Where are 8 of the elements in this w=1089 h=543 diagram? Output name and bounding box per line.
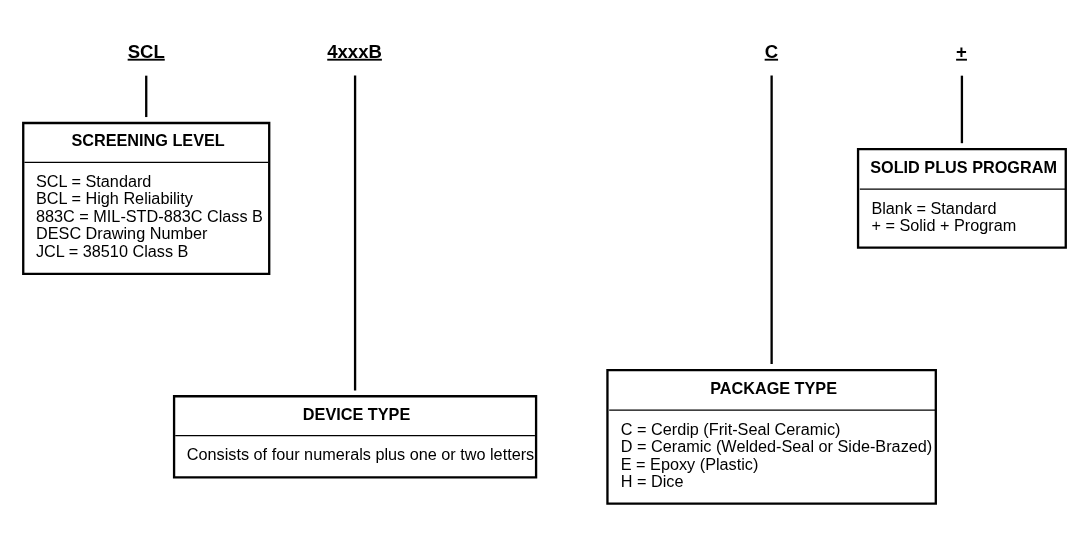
connector — [353, 75, 357, 391]
connector — [960, 75, 964, 144]
node-text: SCL — [127, 40, 165, 62]
node-text: + — [956, 40, 967, 62]
node-text: 4xxxB — [327, 40, 382, 62]
connector — [770, 75, 773, 365]
connector — [145, 75, 148, 118]
node-text: C — [764, 40, 779, 62]
